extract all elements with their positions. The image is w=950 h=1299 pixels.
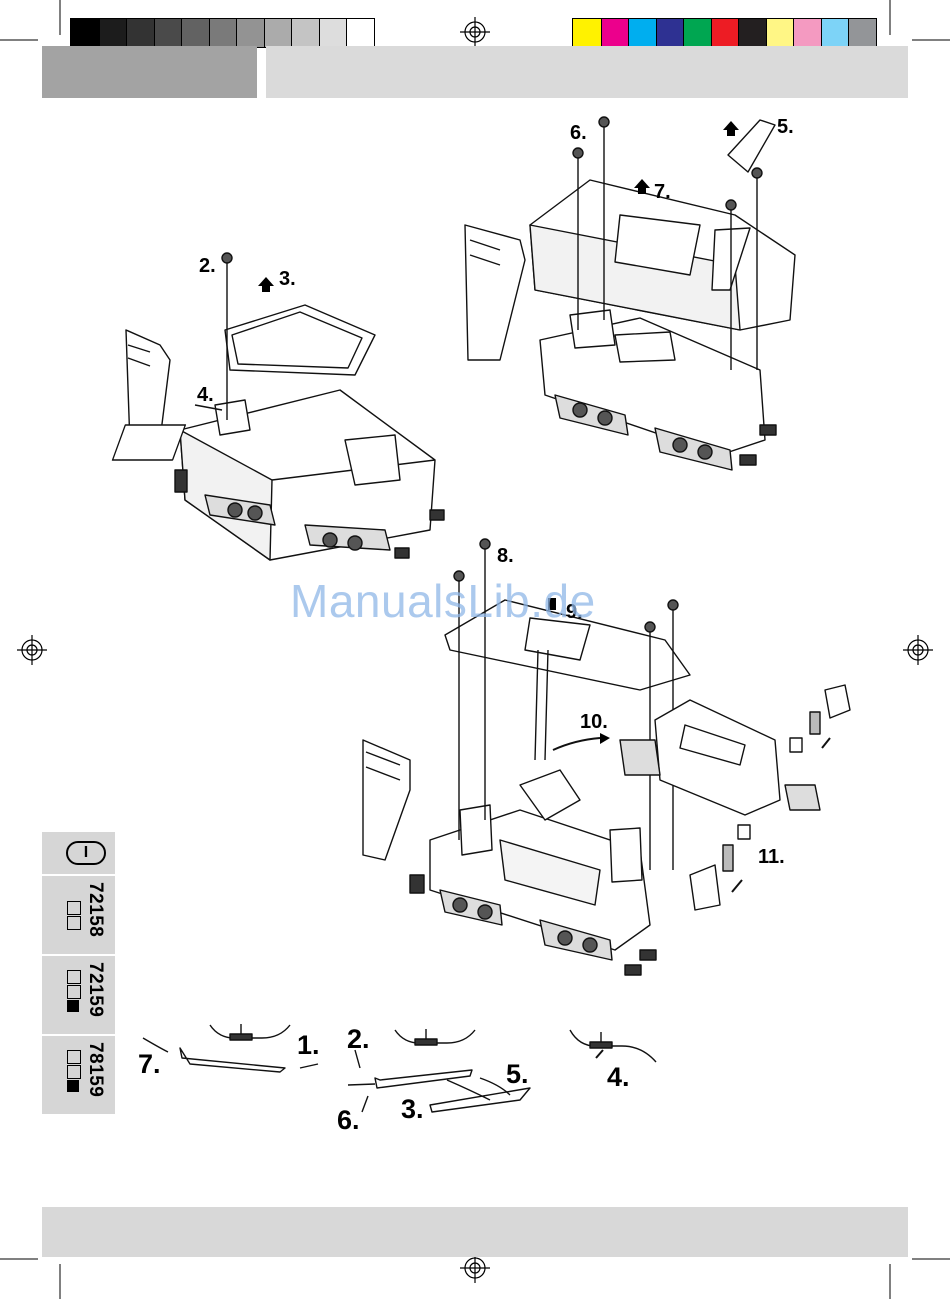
- feature-icon: [67, 1080, 79, 1092]
- step-label: 11.: [758, 846, 785, 869]
- grayscale-swatch: [181, 19, 209, 47]
- grayscale-swatch: [236, 19, 264, 47]
- registration-target-right: [903, 635, 933, 665]
- process-color-swatch: [656, 19, 684, 47]
- watermark: ManualsLib.de: [290, 574, 596, 628]
- ac-icon: [67, 1050, 81, 1064]
- step-label: 7.: [654, 181, 671, 204]
- step-label: 10.: [580, 711, 608, 734]
- process-color-swatch: [821, 19, 849, 47]
- process-color-swatch: [711, 19, 739, 47]
- process-color-swatch: [573, 19, 601, 47]
- coupling-diagrams-bottom: [143, 1024, 656, 1112]
- footer-band: [42, 1207, 908, 1257]
- step-label: 3.: [401, 1094, 424, 1125]
- grayscale-swatch: [126, 19, 154, 47]
- process-color-swatch: [738, 19, 766, 47]
- product-code: 78159: [84, 1042, 106, 1097]
- process-color-swatch: [628, 19, 656, 47]
- process-color-bar: [572, 18, 877, 48]
- process-color-swatch: [848, 19, 876, 47]
- header-band-left: [42, 46, 257, 98]
- product-code-tab-3: 78159: [42, 1036, 115, 1114]
- language-badge: I: [66, 841, 106, 865]
- grayscale-swatch: [209, 19, 237, 47]
- grayscale-swatch: [291, 19, 319, 47]
- digital-icon: [67, 916, 81, 930]
- step-label: 6.: [570, 122, 587, 145]
- feature-icon: [67, 1000, 79, 1012]
- process-color-swatch: [683, 19, 711, 47]
- step-label: 2.: [347, 1024, 370, 1055]
- grayscale-swatch: [99, 19, 127, 47]
- header-band-right: [266, 46, 908, 98]
- track-icon: [67, 901, 81, 915]
- step-label: 1.: [297, 1030, 320, 1061]
- language-tab: I: [42, 832, 115, 874]
- sound-icon: [67, 985, 81, 999]
- step-label: 6.: [337, 1105, 360, 1136]
- process-color-swatch: [766, 19, 794, 47]
- registration-target-top: [460, 17, 490, 47]
- grayscale-swatch: [71, 19, 99, 47]
- track-icon: [67, 970, 81, 984]
- step-label: 2.: [199, 255, 216, 278]
- product-code: 72158: [84, 882, 106, 937]
- registration-target-bottom: [460, 1253, 490, 1283]
- grayscale-swatch: [154, 19, 182, 47]
- registration-target-left: [17, 635, 47, 665]
- sound-icon: [67, 1065, 81, 1079]
- tender-illustration-top-right: [465, 117, 795, 470]
- grayscale-color-bar: [70, 18, 375, 48]
- grayscale-swatch: [346, 19, 374, 47]
- step-label: 8.: [497, 545, 514, 568]
- tender-illustration-top-left: [113, 253, 444, 560]
- step-label: 5.: [777, 116, 794, 139]
- product-code-tab-2: 72159: [42, 956, 115, 1034]
- process-color-swatch: [793, 19, 821, 47]
- grayscale-swatch: [264, 19, 292, 47]
- step-label: 5.: [506, 1059, 529, 1090]
- step-label: 3.: [279, 268, 296, 291]
- step-label: 7.: [138, 1049, 161, 1080]
- grayscale-swatch: [319, 19, 347, 47]
- step-label: 4.: [607, 1062, 630, 1093]
- product-code: 72159: [84, 962, 106, 1017]
- product-code-tab-1: 72158: [42, 876, 115, 954]
- step-label: 4.: [197, 384, 214, 407]
- process-color-swatch: [601, 19, 629, 47]
